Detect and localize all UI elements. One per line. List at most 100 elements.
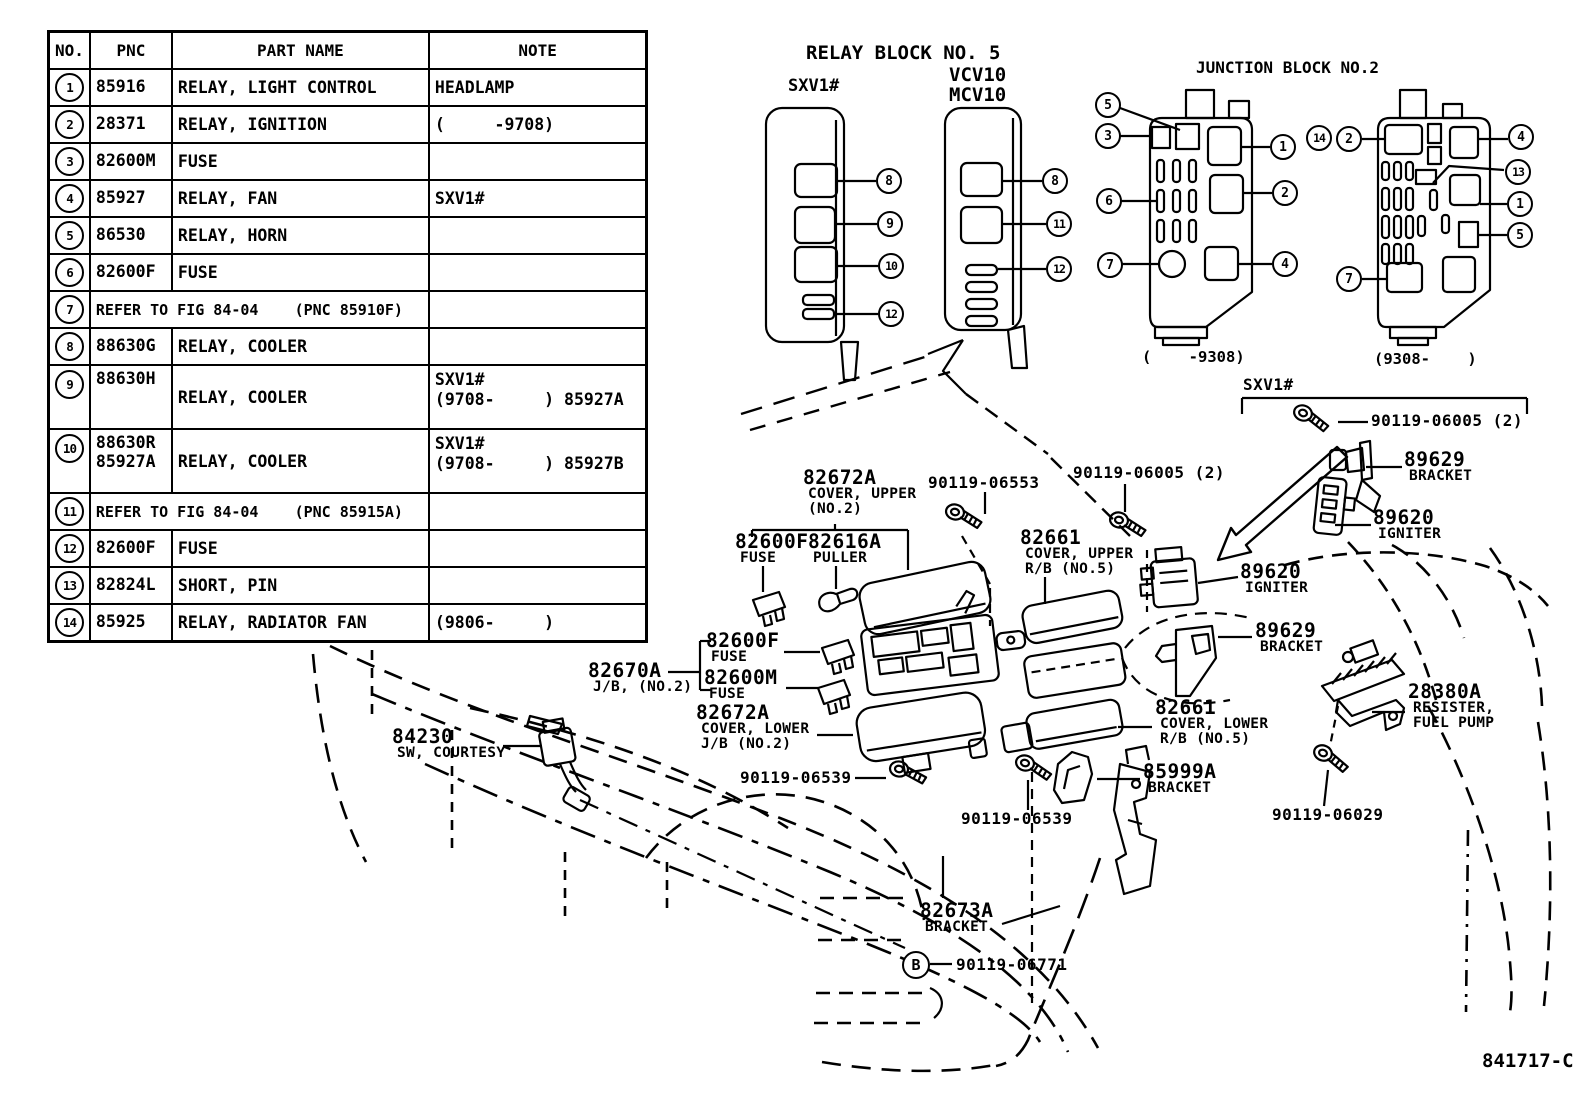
row-number-badge: 13 <box>54 571 84 600</box>
callout-jb-late-left-7: 7 <box>1336 266 1362 292</box>
part-description: (NO.2) <box>808 501 863 517</box>
part-label-06771: 90119-06771 <box>956 956 1067 973</box>
part-description: BRACKET <box>1148 780 1212 796</box>
part-number: 84230 <box>392 725 454 748</box>
cell-no: 5 <box>47 216 91 255</box>
part-number: 89629 <box>1255 619 1317 642</box>
cell-refer: REFER TO FIG 84-04 (PNC 85910F) <box>88 290 430 329</box>
cell-note: ( -9708) <box>427 105 648 144</box>
part-number: 82661 <box>1155 696 1217 719</box>
part-number: 90119-06539 <box>740 768 852 787</box>
cell-part-name: FUSE <box>170 529 430 568</box>
part-label-06553: 90119-06553 <box>928 474 1039 491</box>
cell-no: 11 <box>47 492 91 531</box>
callout-jb-late-left-2: 2 <box>1336 126 1362 152</box>
cell-part-name: RELAY, RADIATOR FAN <box>170 603 430 643</box>
cell-no: 1 <box>47 68 91 107</box>
cell-note <box>427 290 648 329</box>
cell-no: 12 <box>47 529 91 568</box>
part-number: 90119-06553 <box>928 473 1040 492</box>
cell-pnc: 85927 <box>88 179 173 218</box>
cell-part-name: RELAY, FAN <box>170 179 430 218</box>
cell-part-name: FUSE <box>170 142 430 181</box>
row-number-badge: 7 <box>54 295 84 324</box>
part-description: IGNITER <box>1245 580 1309 596</box>
cell-pnc: 88630H <box>88 364 173 430</box>
cell-part-name: RELAY, COOLER <box>170 327 430 366</box>
callout-jb-late-left-14: 14 <box>1306 125 1332 151</box>
callout-relay-sxv1-10: 10 <box>878 253 904 279</box>
part-description: J/B (NO.2) <box>701 736 792 752</box>
callout-relay-vcv10-12: 12 <box>1046 256 1072 282</box>
cell-no: 3 <box>47 142 91 181</box>
cell-note: (9806- ) <box>427 603 648 643</box>
callout-jb-late-right-13: 13 <box>1505 159 1531 185</box>
part-description: COVER, UPPER <box>808 486 917 502</box>
cell-part-name: RELAY, COOLER <box>170 364 430 430</box>
callout-jb-early-left-6: 6 <box>1096 188 1122 214</box>
callout-jb-early-right-4: 4 <box>1272 251 1298 277</box>
cell-no: 13 <box>47 566 91 605</box>
cell-part-name: SHORT, PIN <box>170 566 430 605</box>
cell-no: 4 <box>47 179 91 218</box>
part-number: 82600F <box>735 530 809 553</box>
cell-pnc: 28371 <box>88 105 173 144</box>
part-label-06539b: 90119-06539 <box>961 810 1072 827</box>
row-number-badge: 5 <box>54 221 84 250</box>
callout-relay-sxv1-12: 12 <box>878 301 904 327</box>
part-number: 82672A <box>803 466 877 489</box>
part-number: 82673A <box>920 899 994 922</box>
part-label-06005b: 90119-06005 (2) <box>1371 412 1523 429</box>
part-number: 85999A <box>1143 760 1217 783</box>
part-description: PULLER <box>813 550 868 566</box>
part-description: R/B (NO.5) <box>1025 561 1116 577</box>
part-description: FUSE <box>740 550 777 566</box>
part-description: IGNITER <box>1378 526 1442 542</box>
row-number-badge: 1 <box>54 73 84 102</box>
cell-part-name: RELAY, HORN <box>170 216 430 255</box>
part-number: 90119-06005 (2) <box>1073 463 1225 482</box>
part-description: FUEL PUMP <box>1413 715 1495 731</box>
jb-right-caption: (9308- ) <box>1374 350 1477 368</box>
cell-pnc: 82824L <box>88 566 173 605</box>
part-number: 82661 <box>1020 526 1082 549</box>
callout-jb-early-left-3: 3 <box>1095 123 1121 149</box>
cell-note: SXV1# (9708- ) 85927A <box>427 364 648 430</box>
callout-relay-sxv1-9: 9 <box>877 211 903 237</box>
part-label-06029: 90119-06029 <box>1272 806 1383 823</box>
cell-part-name: RELAY, LIGHT CONTROL <box>170 68 430 107</box>
part-number: 90119-06771 <box>956 955 1068 974</box>
cell-note <box>427 327 648 366</box>
cell-note <box>427 492 648 531</box>
cell-no: 2 <box>47 105 91 144</box>
cell-no: 7 <box>47 290 91 329</box>
part-number: 82672A <box>696 701 770 724</box>
cell-part-name: RELAY, COOLER <box>170 428 430 494</box>
part-number: 89629 <box>1404 448 1466 471</box>
cell-pnc: 82600F <box>88 529 173 568</box>
part-description: BRACKET <box>925 919 989 935</box>
junction-block-title: JUNCTION BLOCK NO.2 <box>1196 58 1380 77</box>
part-label-06005a: 90119-06005 (2) <box>1073 464 1225 481</box>
part-number: 82600M <box>704 666 778 689</box>
